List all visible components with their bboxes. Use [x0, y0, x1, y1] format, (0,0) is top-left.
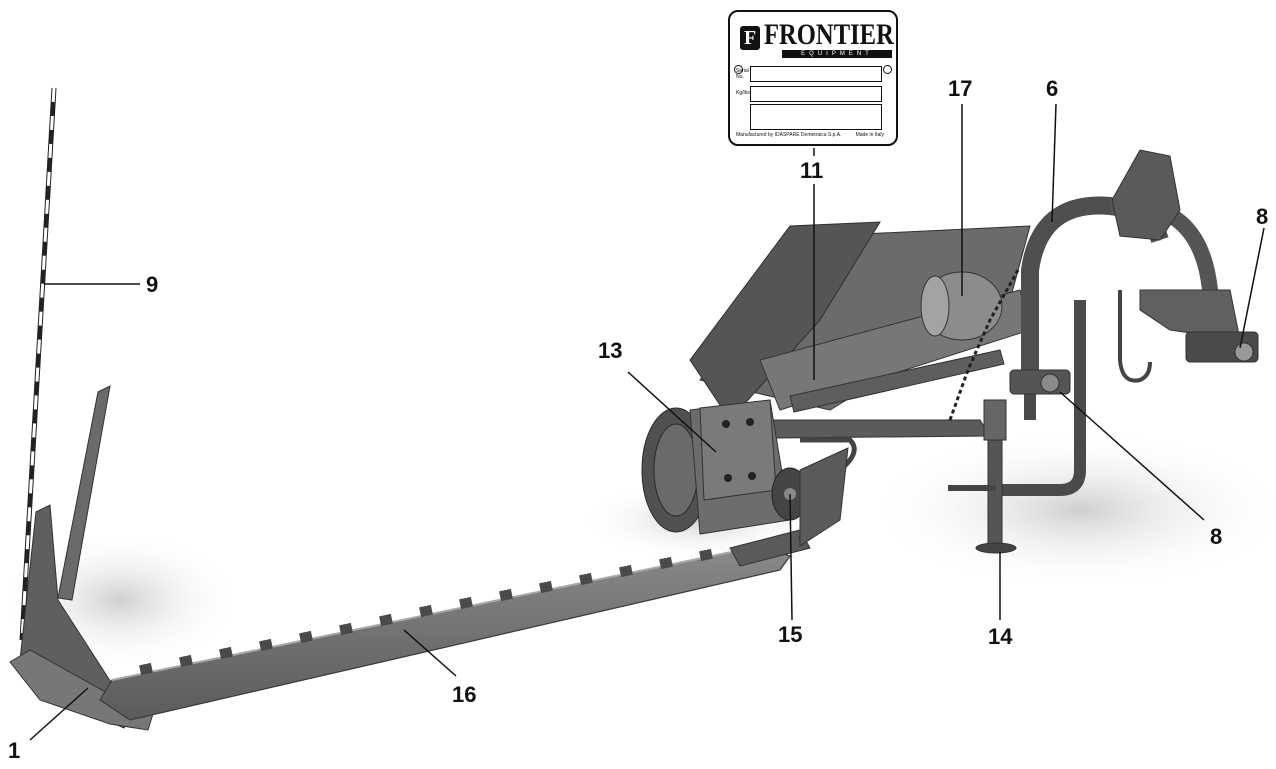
plate-serial-field [750, 66, 882, 82]
lower-link-pin-right-head [1234, 342, 1254, 362]
callout-16: 16 [452, 682, 477, 707]
inner-shoe-skid [799, 447, 849, 547]
plate-weight-label: Kg/lbs [736, 90, 750, 96]
cutter-bar-edge [111, 545, 761, 681]
ground-shadow-right [870, 430, 1276, 590]
lower-link-pin-left [1009, 369, 1071, 395]
plate-mount-hole-right [883, 65, 892, 74]
gearbox-housing [699, 399, 777, 501]
pitman-arm [789, 349, 1005, 413]
gearbox-bolt-3 [724, 474, 732, 482]
plate-manufacturer: Manufactured by IDASPARE Demetraica S.p.… [736, 132, 842, 138]
callout-6: 6 [1046, 76, 1059, 101]
plate-notes-field [750, 104, 882, 130]
callout-8-bottom: 8 [1210, 524, 1223, 549]
leader-13 [627, 371, 717, 453]
callout-8-top: 8 [1256, 204, 1269, 229]
rear-frame-loop [1000, 300, 1086, 496]
gearbox-bolt-1 [722, 420, 730, 428]
plate-mount-hole-left [734, 65, 743, 74]
plate-serial-label: Serial No. [736, 68, 749, 80]
plate-made-in: Made in Italy [855, 132, 884, 138]
divider-rod-stripes [20, 87, 56, 641]
leader-1 [29, 687, 89, 741]
lower-link-pin-left-head [1040, 373, 1060, 393]
frontier-logo-icon [740, 26, 760, 50]
hydraulic-cylinder-end [920, 275, 950, 337]
callout-11: 11 [800, 158, 824, 183]
leader-8-bottom [1059, 391, 1205, 521]
callout-15: 15 [778, 622, 803, 647]
plate-subtitle: EQUIPMENT [782, 50, 892, 58]
leader-8-top [1239, 227, 1265, 349]
gearbox-bolt-4 [748, 472, 756, 480]
cutter-guards [139, 548, 713, 676]
leader-16 [403, 629, 457, 677]
callout-9: 9 [146, 272, 159, 297]
top-link-bracket [1111, 149, 1181, 241]
parking-stand-sleeve [983, 399, 1007, 441]
safety-chain [948, 269, 1020, 421]
plate-brand: FRONTIER [764, 18, 894, 51]
serial-number-plate: FRONTIER EQUIPMENT Serial No. Kg/lbs Man… [728, 10, 898, 146]
plate-weight-field [750, 86, 882, 102]
callout-14: 14 [988, 624, 1013, 649]
gearbox-bolt-2 [746, 418, 754, 426]
callout-1: 1 [8, 738, 21, 763]
leader-6 [1051, 103, 1057, 223]
drive-pulley-rim [653, 423, 699, 517]
callout-13: 13 [598, 338, 623, 363]
callout-17: 17 [948, 76, 973, 101]
leader-lines [29, 103, 1265, 741]
drag-bar [769, 419, 991, 439]
swath-board [57, 385, 111, 601]
parking-stand-foot [975, 542, 1017, 554]
leader-15 [789, 493, 793, 621]
storage-hook [1118, 290, 1152, 383]
